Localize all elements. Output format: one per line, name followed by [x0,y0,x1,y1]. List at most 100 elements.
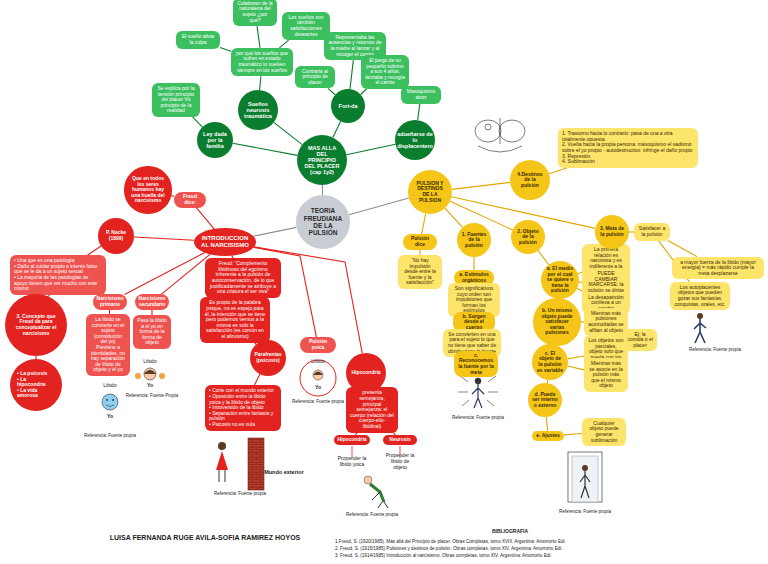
door-figure [568,452,602,502]
node-text: INTRODUCCION AL NARCISISMO [201,235,249,248]
note-label: Yo [107,414,113,420]
node-text: a. Estímulos orgánicos [458,272,490,283]
node-text: Ej: la comida o el placer [627,332,653,349]
mind-map-node: PULSION Y DESTINOS DE LA PULSION [408,170,452,214]
mind-map-node: Narcisismo primario [93,294,127,309]
connector [134,237,194,240]
node-text: Parafrenias (psicosis) [254,352,281,363]
mind-map-node: Fort-da [331,89,365,123]
mind-map-node: • La psicosis• La hipocondría• La vida a… [10,359,62,411]
connector [538,251,549,265]
node-text: 4. Sublimación [562,159,595,165]
note-label: Libido [311,359,324,365]
node-text: Pasa la libido a el yo en forma de la fo… [137,318,167,346]
node-text: Cualquier objeto puede generar sublimaci… [586,421,622,443]
node-text: a mayor fuerza de la libido (mayor energ… [676,260,760,277]
node-text: Los autoplacentes objetos que pueden goz… [674,285,726,307]
mind-map-node: Es propio de la palabra psique, no es es… [200,297,270,342]
connector [253,227,296,236]
node-text: Mientras más se asocie en la pulsión más… [588,361,624,389]
node-text: La libido se convierte en el sujeto (con… [90,317,126,373]
mind-map-node: Pulsión dice [403,234,437,249]
connector [452,182,510,189]
node-text: “No hay impulsión desde entre la fuente … [402,258,438,286]
mind-map-node: c. El objeto de la pulsión es variable [532,344,568,380]
node-text: 1. Fuentes de la pulsión [461,232,487,249]
node-text: P. Nacke (1899) [103,230,129,241]
mind-map-node: P. Nacke (1899) [98,218,134,254]
mind-map-node: presenta semejanza, principal semejanza:… [346,387,398,432]
node-text: Pulsión yoica [304,339,332,350]
node-text: 2. Objeto de la pulsión [515,229,541,246]
mind-map-node: Ley dada por la familia [197,122,233,158]
connector [350,60,353,89]
node-text: • La vida amorosa [17,388,55,399]
mind-map-node: e. Ajustes [532,431,564,441]
mind-map-node: Pasa la libido a el yo en forma de la fo… [133,315,171,349]
node-text: Colaboran de la naturaleza del sujeto ¿p… [237,1,273,23]
connector [473,257,474,270]
mind-map-node: 3. Meta de la pulsión [595,215,629,249]
node-text: TEORIA FREUDIANA DE LA PULSIÓN [303,207,343,236]
connector [333,121,341,137]
node-text: 1. Trastorno hacia lo contrario: pasa de… [562,131,694,142]
node-text: MAS ALLA DEL PRINCIPIO DEL PLACER (cap 1… [304,145,340,176]
mind-map-node: d. Puede ser interno o externo [528,383,562,417]
connector [260,76,261,90]
node-text: Narcisismo secundario [139,296,166,307]
note-label: Libido [143,359,156,365]
connector [346,144,395,155]
mind-map-node: Hipocondría [334,435,370,445]
node-text: c. Reconocemos la fuente por la meta [458,353,494,375]
node-text: • La mayoría de las patologías de apoyo … [14,275,102,292]
node-text: • Oposición entre la libido yoica y la l… [209,394,277,405]
mind-map-node: a. El medio por el cual se quiere o tien… [541,261,579,299]
node-text: 2. Vuelta hacia la propia persona: masoq… [562,142,694,153]
node-text: Los sueños son también satisfacciones de… [286,15,326,37]
node-text: Narcisismo primario [97,296,124,307]
connector [254,374,260,385]
mind-map-node: Colaboran de la naturaleza del sujeto ¿p… [233,0,277,26]
mind-map-node: Contraria al principio de placer [295,66,335,89]
self-figure [135,368,165,380]
note-label: Referencia: Fuente Propia [126,393,179,398]
connector [193,117,203,127]
mind-map-node: Sueños neurosis traumática [238,90,278,130]
mind-map-node: El sueño alivia la culpa [176,31,220,48]
node-text: • La hipocondría [17,377,55,388]
node-text: Es propio de la palabra psique, no es es… [204,300,266,339]
connector [161,254,210,294]
node-text: Freud dice: [178,194,202,205]
note-label: LUISA FERNANDA RUGE AVILA-SOFIA RAMIREZ … [105,534,305,542]
note-label: Referencia: Fuente propia [559,509,611,514]
self-figure [300,360,336,396]
connector [274,122,303,144]
node-text: Masoquismo atroz [405,89,437,100]
connector [257,26,260,48]
node-text: a. El medio por el cual se quiere o tien… [546,266,574,294]
node-text: El juego de su pequeño sobrino a sus 4 a… [365,58,405,86]
node-text: • Daño al cuidar propio o interés falso … [14,264,102,275]
connector [125,252,205,294]
node-text: por qué los sueños que sufren en estado … [235,51,289,73]
note-label: 1.Freud, S. (1920/1985). Más allá del Pr… [335,539,625,544]
connector [422,214,426,235]
mind-map-node: Pulsión yoica [300,337,336,352]
node-text: Hipocondría [351,370,380,376]
mind-map-node: Mientras más pulsiones acomodadas se afi… [584,308,628,336]
person-figure [694,313,706,343]
node-text: b. Un mismo objeto puede satisfacer vari… [539,308,574,336]
node-text: presenta semejanza, principal semejanza:… [350,390,394,429]
note-label: Referencia: Fuente propia [214,491,266,496]
note-label: 2. Freud, S. (1915/1985) Pulsiones y des… [335,546,625,551]
self-figure [102,394,118,410]
mind-map-node: • Corte con el mundo exterior• Oposición… [205,385,281,430]
node-text: e. Ajustes [536,433,559,439]
mind-map-node: Masoquismo atroz [401,86,441,103]
mind-map-node: TEORIA FREUDIANA DE LA PULSIÓN [296,195,350,249]
mind-map-node: Los autoplacentes objetos que pueden goz… [670,282,730,310]
mind-map-node: INTRODUCCION AL NARCISISMO [194,228,256,255]
connector [87,246,101,255]
mind-map-node: por qué los sueños que sufren en estado … [231,48,293,76]
person-figure [364,476,388,508]
